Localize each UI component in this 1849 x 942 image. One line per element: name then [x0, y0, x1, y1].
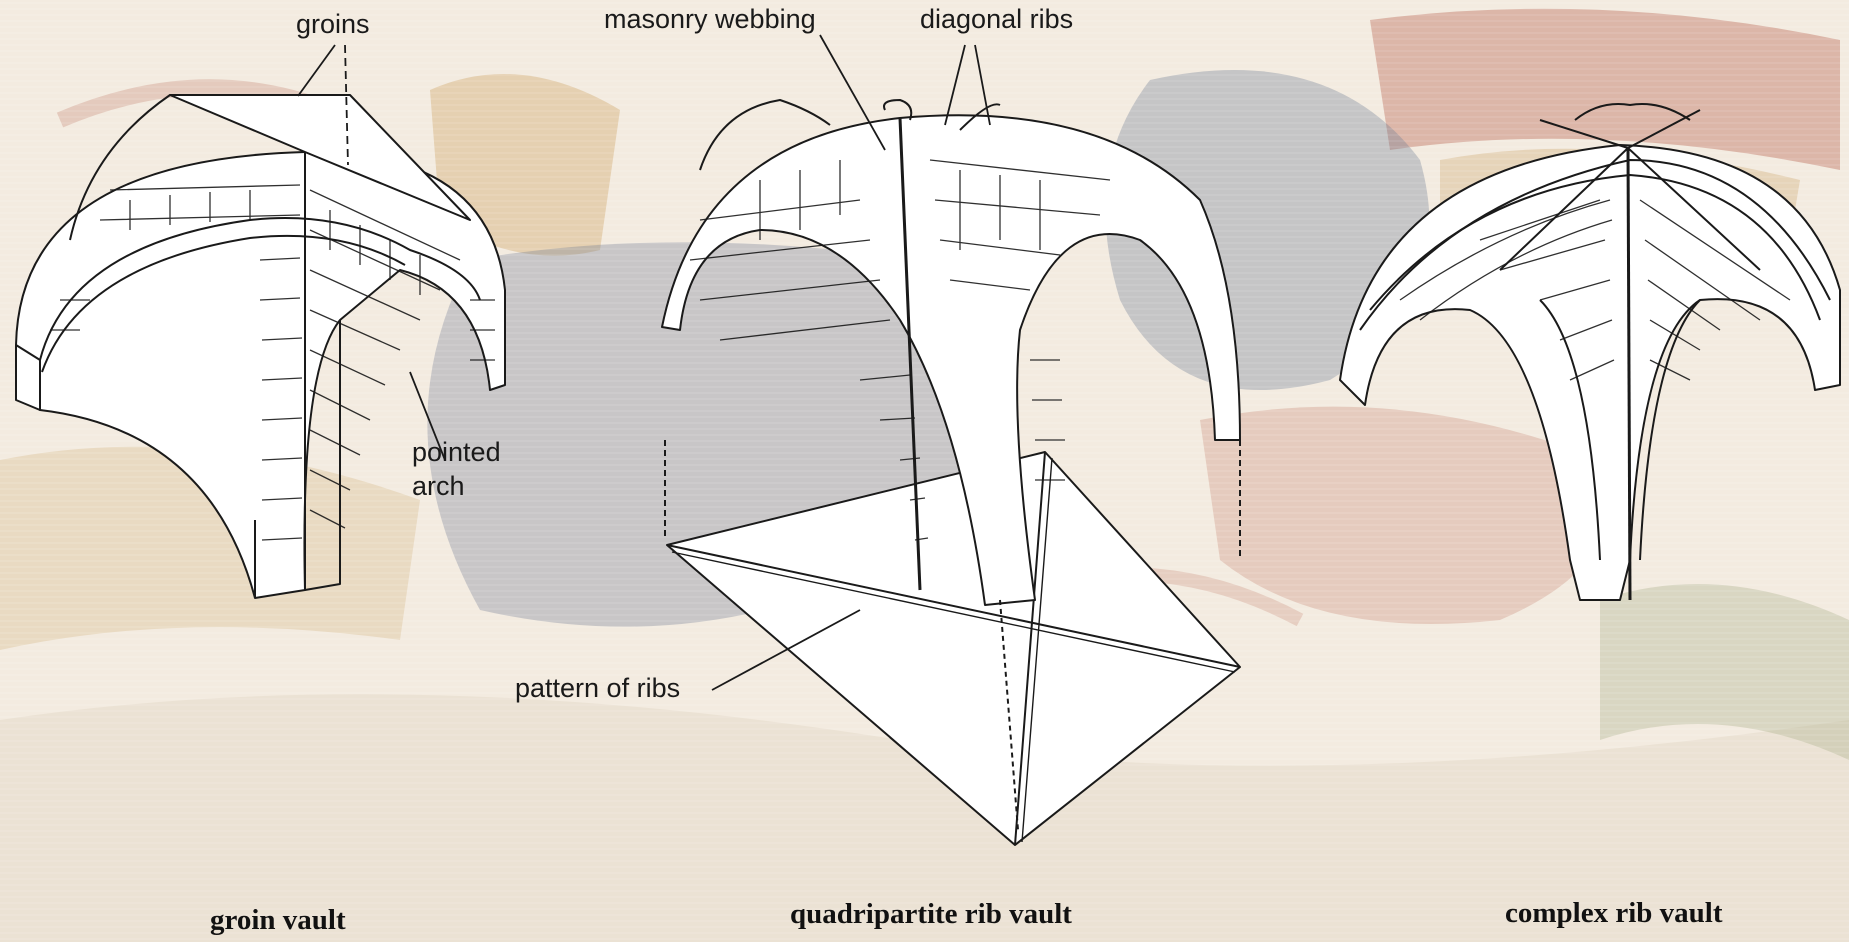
label-diagonal-ribs: diagonal ribs	[920, 3, 1073, 35]
label-masonry-webbing: masonry webbing	[604, 3, 816, 35]
groins-leader-1	[298, 45, 335, 96]
label-pointed-arch-line1: pointed	[412, 436, 501, 468]
caption-complex-rib-vault: complex rib vault	[1505, 897, 1723, 930]
label-pattern-of-ribs: pattern of ribs	[515, 672, 680, 704]
diagonal-ribs-leader-2	[975, 45, 990, 125]
diagonal-ribs-leader-1	[945, 45, 965, 125]
label-pointed-arch-line2: arch	[412, 470, 465, 502]
label-groins: groins	[296, 8, 370, 40]
groin-vault-drawing	[16, 95, 505, 598]
caption-groin-vault: groin vault	[210, 904, 346, 937]
complex-rib-vault-drawing	[1340, 104, 1840, 600]
caption-quadripartite-rib-vault: quadripartite rib vault	[790, 898, 1072, 931]
quadripartite-vault-drawing	[662, 100, 1240, 845]
